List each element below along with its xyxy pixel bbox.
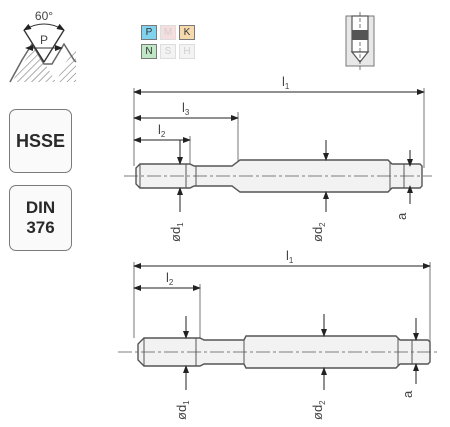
standard-badge: DIN 376 [9,185,72,251]
dim-l2-top: l2 [158,122,166,139]
dim-d2-bottom: ød2 [310,400,327,420]
dim-d2-top: ød2 [310,222,327,242]
tap-drawing-bottom: l1 l2 ød1 ød2 a [118,248,440,420]
material-group-h: H [179,44,195,59]
dim-d1-top: ød1 [168,222,185,242]
thread-angle-label: 60° [35,9,53,23]
dim-l1-bottom: l1 [286,248,294,265]
dim-l2-bottom: l2 [166,270,174,287]
tap-drawing-top: l1 l3 l2 ød1 ød2 a [124,74,432,242]
thread-profile-icon: 60° P [9,9,77,83]
dim-l3-top: l3 [182,100,190,117]
material-group-p: P [141,25,157,40]
material-group-s: S [160,44,176,59]
material-group-n: N [141,44,157,59]
thread-pitch-label: P [40,33,48,47]
material-badge-label: HSSE [15,130,66,151]
dim-a-top: a [394,212,409,220]
blind-hole-icon [345,12,375,70]
standard-badge-line2: 376 [26,218,55,237]
material-group-m: M [160,25,176,40]
dim-d1-bottom: ød1 [174,400,191,420]
material-badge: HSSE [9,109,72,173]
standard-badge-line1: DIN [25,198,56,217]
material-group-k: K [179,25,195,40]
dim-l1-top: l1 [282,74,290,91]
dim-a-bottom: a [400,390,415,398]
